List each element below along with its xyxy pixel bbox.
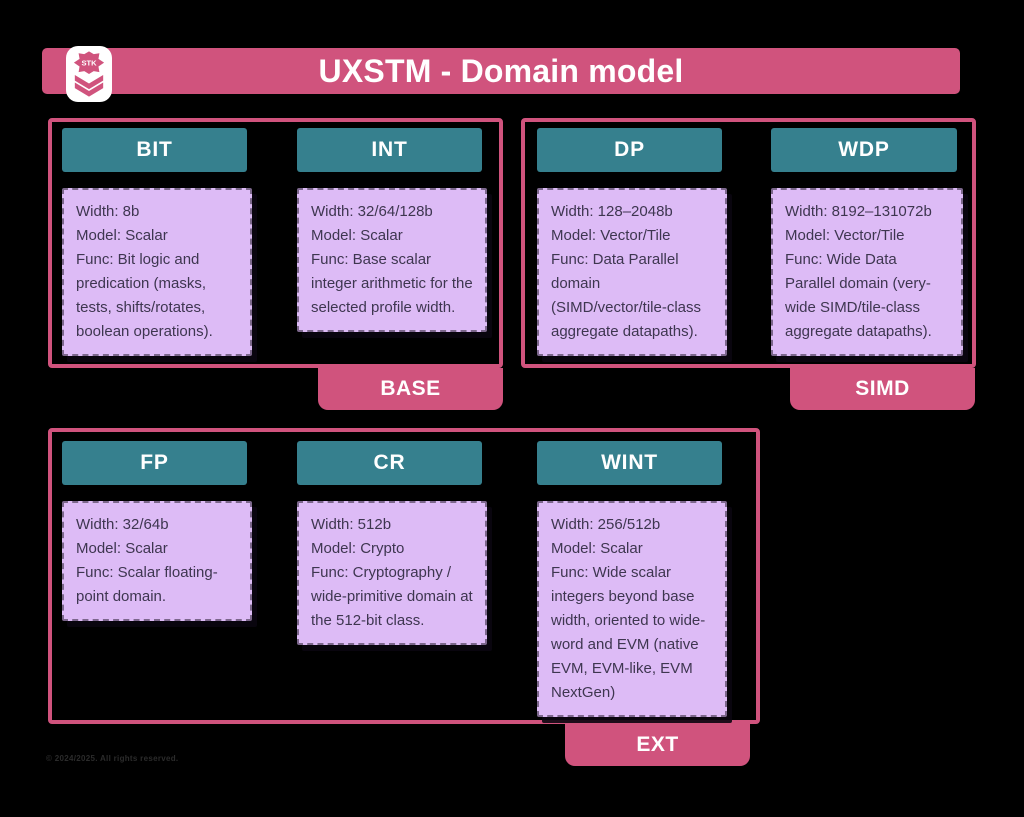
card-field-model: Model: Scalar [76, 540, 168, 557]
card-field-model: Model: Crypto [311, 540, 405, 557]
card-field-width: Width: 256/512b [551, 516, 661, 533]
card-header-wint: WINT [537, 441, 722, 485]
group-box-base [48, 118, 503, 368]
stk-logo: STK [66, 46, 112, 102]
card-body-int: Width: 32/64/128b Model: Scalar Func: Ba… [297, 188, 487, 332]
page-title: UXSTM - Domain model [318, 52, 684, 89]
card-field-func: Func: Wide scalar integers beyond base w… [551, 564, 706, 701]
card-field-width: Width: 32/64b [76, 516, 169, 533]
card-header-fp: FP [62, 441, 247, 485]
card-field-func: Func: Bit logic and predication (masks, … [76, 251, 213, 340]
card-field-model: Model: Vector/Tile [785, 227, 905, 244]
stack-layers-icon: STK [73, 51, 105, 97]
card-header-cr: CR [297, 441, 482, 485]
group-tab-simd: SIMD [790, 368, 975, 410]
card-body-cr: Width: 512b Model: Crypto Func: Cryptogr… [297, 501, 487, 645]
copyright-text: © 2024/2025. All rights reserved. [46, 754, 179, 763]
card-field-width: Width: 8b [76, 203, 140, 220]
card-field-model: Model: Scalar [311, 227, 403, 244]
group-tab-ext: EXT [565, 724, 750, 766]
card-body-bit: Width: 8b Model: Scalar Func: Bit logic … [62, 188, 252, 356]
card-field-func: Func: Scalar floating-point domain. [76, 564, 218, 605]
card-field-func: Func: Data Parallel domain (SIMD/vector/… [551, 251, 702, 340]
card-header-dp: DP [537, 128, 722, 172]
card-field-width: Width: 8192–131072b [785, 203, 932, 220]
group-box-simd [521, 118, 976, 368]
card-field-func: Func: Wide Data Parallel domain (very-wi… [785, 251, 932, 340]
card-field-model: Model: Scalar [76, 227, 168, 244]
card-body-dp: Width: 128–2048b Model: Vector/Tile Func… [537, 188, 727, 356]
card-field-func: Func: Base scalar integer arithmetic for… [311, 251, 473, 316]
title-bar: UXSTM - Domain model [42, 48, 960, 94]
card-body-wint: Width: 256/512b Model: Scalar Func: Wide… [537, 501, 727, 717]
card-body-fp: Width: 32/64b Model: Scalar Func: Scalar… [62, 501, 252, 621]
stk-logo-text: STK [81, 59, 97, 68]
card-field-width: Width: 128–2048b [551, 203, 673, 220]
card-header-int: INT [297, 128, 482, 172]
card-field-width: Width: 32/64/128b [311, 203, 433, 220]
group-box-ext [48, 428, 760, 724]
card-header-wdp: WDP [771, 128, 957, 172]
card-header-bit: BIT [62, 128, 247, 172]
card-field-model: Model: Vector/Tile [551, 227, 671, 244]
card-field-model: Model: Scalar [551, 540, 643, 557]
group-tab-base: BASE [318, 368, 503, 410]
card-field-func: Func: Cryptography / wide-primitive doma… [311, 564, 473, 629]
card-body-wdp: Width: 8192–131072b Model: Vector/Tile F… [771, 188, 963, 356]
card-field-width: Width: 512b [311, 516, 392, 533]
